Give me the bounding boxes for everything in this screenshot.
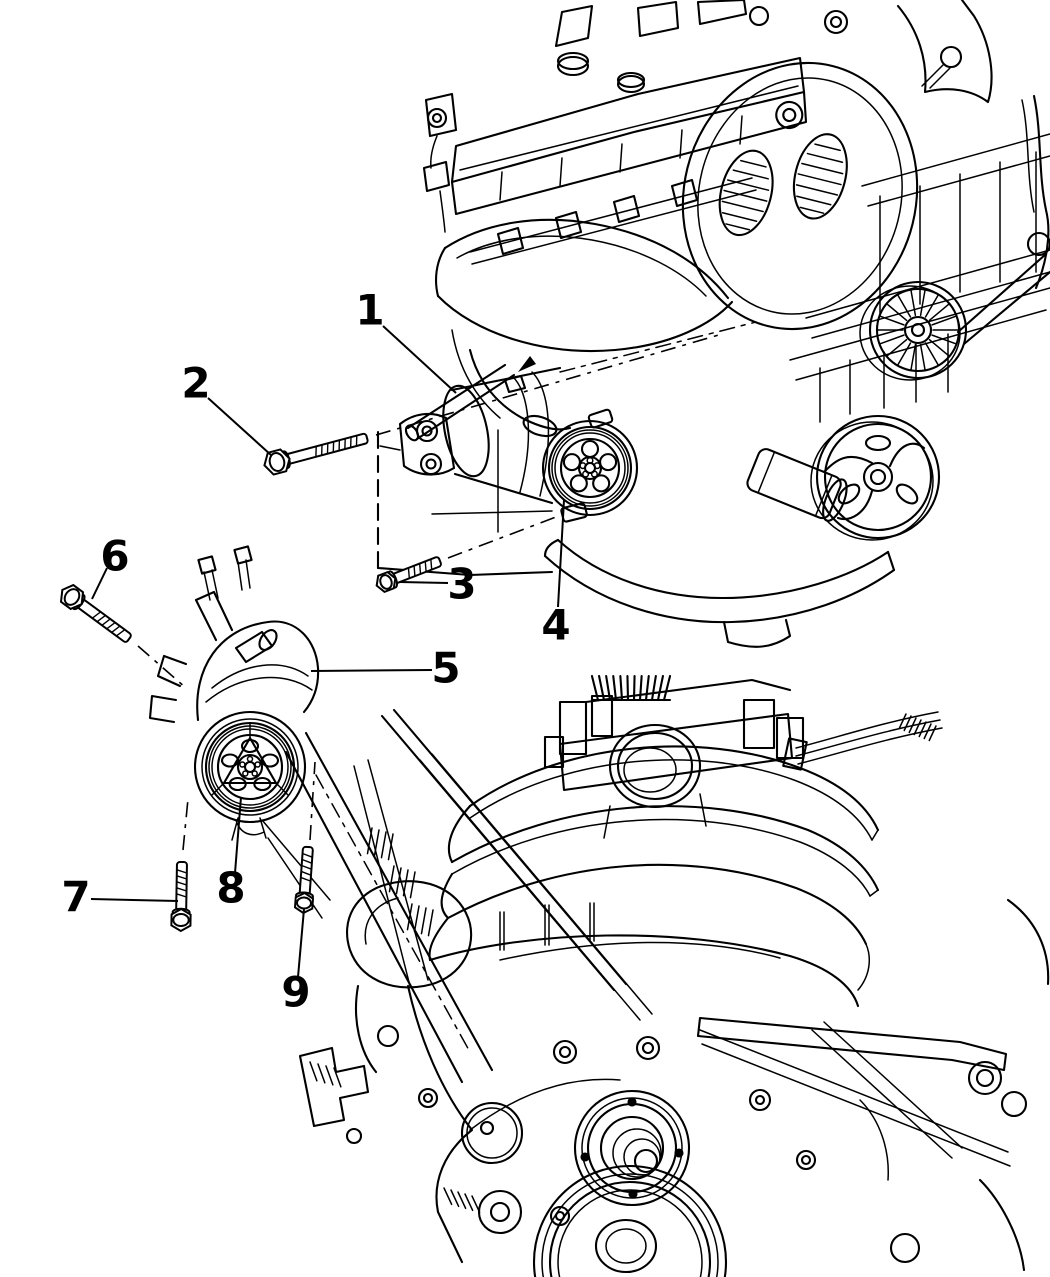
callout-2-leader bbox=[207, 397, 272, 456]
v6-engine-view bbox=[261, 674, 1050, 1277]
left-valve-cover bbox=[353, 708, 653, 1021]
bolt-7 bbox=[170, 860, 192, 933]
oil-pan bbox=[543, 538, 896, 648]
mounting-rod bbox=[404, 363, 516, 442]
timing-cover-vent-left bbox=[718, 149, 774, 237]
bolt-9 bbox=[293, 845, 315, 915]
oil-filler-cap bbox=[556, 51, 590, 77]
hatch-marks bbox=[366, 827, 394, 861]
bolt-7-centerline bbox=[182, 798, 189, 851]
callout-5-leader bbox=[310, 669, 433, 672]
left-edge-details bbox=[422, 92, 458, 233]
callout-8[interactable]: 8 bbox=[216, 796, 246, 913]
callout-7-number[interactable]: 7 bbox=[61, 873, 90, 922]
hatch-marks bbox=[309, 1061, 342, 1088]
callout-2-number[interactable]: 2 bbox=[181, 359, 210, 408]
bolts-layer bbox=[59, 333, 723, 933]
callout-9-leader bbox=[297, 908, 305, 978]
ac-compressor-top-view bbox=[442, 366, 639, 523]
callout-8-leader bbox=[234, 796, 242, 874]
bolt-2-centerline bbox=[375, 333, 723, 436]
stud-bolt-icon bbox=[939, 45, 963, 69]
idler-pulley bbox=[859, 280, 968, 381]
crank-pulley-bottom bbox=[532, 1164, 728, 1277]
exhaust-manifold bbox=[435, 218, 734, 438]
callout-9-number[interactable]: 9 bbox=[281, 968, 310, 1017]
manifold-studs bbox=[499, 902, 595, 951]
callout-3-number[interactable]: 3 bbox=[447, 560, 476, 609]
callout-2[interactable]: 2 bbox=[181, 359, 272, 456]
right-edge-bracket bbox=[956, 94, 1050, 346]
idler-pulley-spokes bbox=[877, 289, 959, 371]
bolt-9-centerline bbox=[309, 761, 316, 841]
hatch-marks bbox=[443, 1187, 481, 1214]
wiring-harness bbox=[782, 711, 943, 771]
bolt-bosses bbox=[417, 1035, 817, 1227]
callout-9[interactable]: 9 bbox=[281, 908, 311, 1017]
bolt-2 bbox=[263, 432, 369, 476]
valve-cover bbox=[450, 51, 808, 216]
callout-3[interactable]: 3 bbox=[399, 560, 477, 609]
bolt-6 bbox=[59, 583, 132, 643]
top-edge-components bbox=[554, 0, 993, 104]
bolt-6-centerline bbox=[137, 645, 187, 689]
callout-6[interactable]: 6 bbox=[91, 532, 130, 600]
cam-sensor bbox=[460, 1101, 524, 1165]
callout-7-leader bbox=[90, 898, 179, 902]
callout-5[interactable]: 5 bbox=[310, 644, 461, 693]
bolt-3 bbox=[375, 556, 442, 594]
hatch-marks bbox=[388, 865, 416, 899]
timing-cover bbox=[681, 61, 919, 331]
compressor-rear-head bbox=[194, 545, 253, 642]
right-edge-parts bbox=[859, 898, 1050, 1272]
callout-1-leader bbox=[382, 325, 457, 394]
oil-filter bbox=[746, 448, 848, 522]
callout-3-leader bbox=[399, 581, 449, 584]
callout-4[interactable]: 4 bbox=[541, 499, 571, 650]
timing-cover-vent-right bbox=[792, 133, 848, 220]
compressor-clutch-pulley-bottom bbox=[193, 710, 307, 824]
callout-5-number[interactable]: 5 bbox=[431, 644, 460, 693]
cylinder-head bbox=[469, 177, 757, 265]
callout-7[interactable]: 7 bbox=[61, 873, 179, 922]
callout-6-leader bbox=[91, 567, 108, 600]
mounting-bracket-outline bbox=[376, 429, 554, 577]
exhaust-manifold-bottom bbox=[345, 880, 473, 1074]
compressor-mounting-ears bbox=[148, 654, 267, 841]
callout-8-number[interactable]: 8 bbox=[216, 864, 245, 913]
direction-arrow-icon bbox=[518, 356, 536, 372]
callout-4-number[interactable]: 4 bbox=[541, 601, 570, 650]
bolt-3-centerline bbox=[447, 516, 557, 559]
water-pump-pulley bbox=[573, 1089, 691, 1207]
hatch-marks bbox=[898, 713, 937, 742]
decorative-details-layer bbox=[309, 713, 937, 1214]
compressor-clutch-pulley bbox=[541, 419, 639, 517]
aux-pump bbox=[477, 1189, 523, 1235]
front-cover bbox=[298, 984, 621, 1264]
compressor-axis-centerline bbox=[559, 321, 757, 373]
four-cylinder-engine-view bbox=[376, 0, 1050, 648]
callout-1[interactable]: 1 bbox=[355, 286, 457, 394]
bracket-arms bbox=[696, 1016, 1011, 1167]
ac-compressor-bottom-view bbox=[148, 545, 320, 841]
callout-4-leader bbox=[557, 499, 565, 608]
callout-6-number[interactable]: 6 bbox=[100, 532, 129, 581]
callouts-layer: 1 2 3 4 5 6 7 8 9 bbox=[61, 286, 570, 1017]
throttle-bore bbox=[608, 723, 702, 809]
hatch-marks bbox=[406, 903, 434, 937]
callout-1-number[interactable]: 1 bbox=[355, 286, 384, 335]
crank-pulley bbox=[810, 414, 941, 541]
intake-manifold bbox=[428, 745, 880, 1008]
